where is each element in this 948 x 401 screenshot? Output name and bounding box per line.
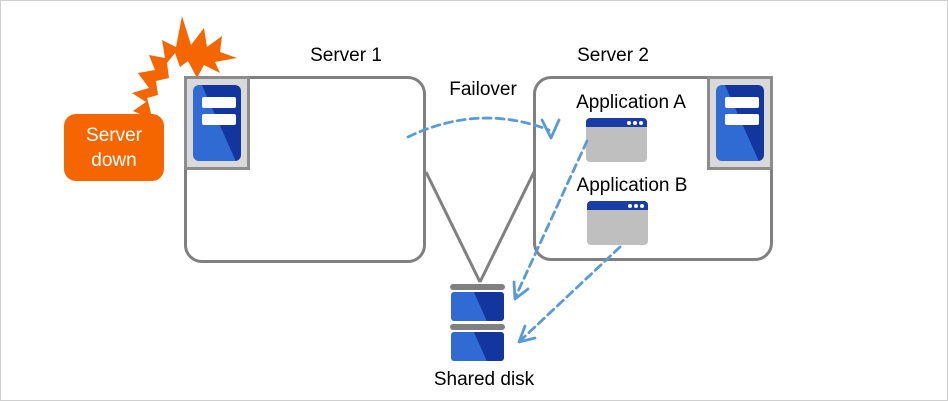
application-window-icon: [587, 201, 648, 245]
server-tower: [193, 85, 241, 161]
server-slot: [202, 114, 236, 125]
application-b-label: Application B: [576, 175, 688, 196]
disk-unit: [451, 292, 504, 321]
titlebar-dot: [627, 120, 631, 125]
server2-disk-line: [478, 171, 536, 283]
failover-arrow-icon: [406, 116, 551, 139]
application-a-label: Application A: [576, 92, 686, 113]
server-icon: [707, 76, 773, 170]
titlebar-dot: [633, 120, 637, 125]
failover-label: Failover: [449, 79, 517, 100]
titlebar-dot: [639, 120, 643, 125]
server-down-line1: Server: [86, 124, 142, 146]
server-icon: [184, 76, 250, 170]
titlebar-dot: [640, 203, 644, 208]
shared-disk-label: Shared disk: [433, 369, 535, 390]
server-tower: [716, 85, 764, 161]
window-titlebar: [586, 118, 647, 127]
disk-cap: [450, 284, 505, 290]
server-slot: [202, 97, 236, 108]
app-a-arrowhead: [512, 280, 530, 301]
application-window-icon: [586, 118, 647, 162]
server1-disk-line: [424, 171, 482, 283]
app-b-to-disk-arrow: [518, 245, 622, 343]
app-b-arrowhead: [517, 324, 537, 344]
disk-unit: [451, 332, 504, 361]
server-slot: [725, 97, 759, 108]
server-slot: [725, 114, 759, 125]
server2-label: Server 2: [577, 45, 649, 66]
server1-label: Server 1: [310, 45, 382, 66]
titlebar-dot: [634, 203, 638, 208]
server-down-callout: Server down: [64, 114, 164, 181]
server-down-line2: down: [91, 149, 137, 171]
titlebar-dot: [628, 203, 632, 208]
disk-cap: [450, 324, 505, 330]
window-titlebar: [587, 201, 648, 210]
